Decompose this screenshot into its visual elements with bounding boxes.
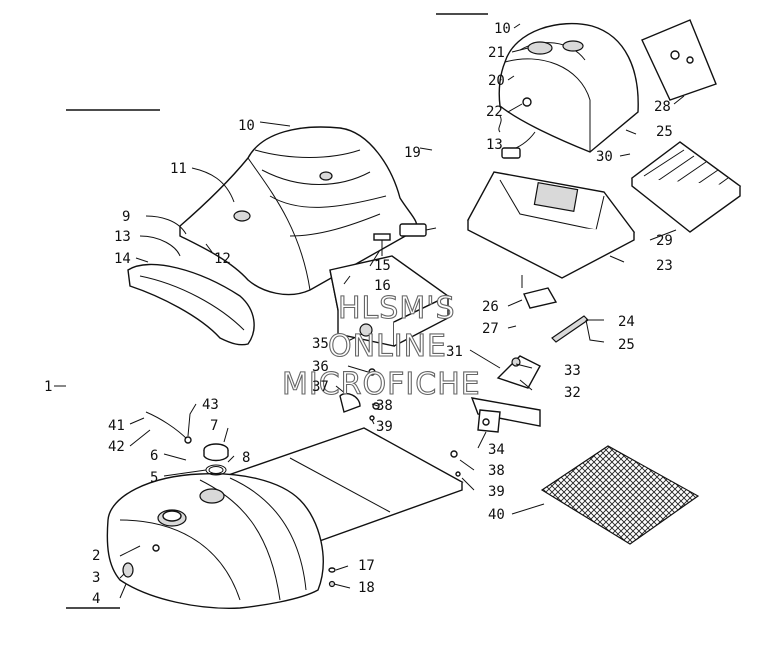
callout-7: 7: [210, 418, 218, 434]
callout-23: 23: [656, 258, 673, 274]
side-panel: [127, 263, 255, 346]
callout-31: 31: [446, 344, 463, 360]
fuel-tank: [106, 473, 324, 609]
callout-17: 17: [358, 558, 375, 574]
watermark-line-2: ONLINE: [328, 329, 447, 364]
watermark: HLSM'S ONLINE MICROFICHE: [281, 290, 481, 402]
callout-1: 1: [44, 379, 52, 395]
callout-38-mid: 38: [376, 398, 393, 414]
callout-37: 37: [312, 379, 329, 395]
callout-25-mid: 25: [618, 337, 635, 353]
callout-15: 15: [374, 258, 391, 274]
callout-30: 30: [596, 149, 613, 165]
callout-16: 16: [374, 278, 391, 294]
callout-3: 3: [92, 570, 100, 586]
callout-11: 11: [170, 161, 187, 177]
screw-parts: [328, 567, 336, 588]
callout-19: 19: [404, 145, 421, 161]
callout-5: 5: [150, 470, 158, 486]
callout-39-mid: 39: [376, 419, 393, 435]
callout-20: 20: [488, 73, 505, 89]
callout-9: 9: [122, 209, 130, 225]
callout-28: 28: [654, 99, 671, 115]
callout-42: 42: [108, 439, 125, 455]
callout-32: 32: [564, 385, 581, 401]
callout-10-top: 10: [494, 21, 511, 37]
callout-39-low: 39: [488, 484, 505, 500]
callout-36: 36: [312, 359, 329, 375]
callout-12: 12: [214, 251, 231, 267]
rear-seat-cowl: [498, 22, 639, 159]
callout-10-left: 10: [238, 118, 255, 134]
mesh-pad: [540, 445, 700, 545]
callout-labels: 10 21 20 22 13 28 25 30 29 23 10 19 11 9…: [44, 21, 673, 607]
mounting-bracket: [521, 275, 558, 309]
callout-43: 43: [202, 397, 219, 413]
callout-24: 24: [618, 314, 635, 330]
leader-lines: [54, 23, 685, 599]
reflector-plate: [641, 19, 717, 101]
callout-25-top: 25: [656, 124, 673, 140]
watermark-line-1: HLSM'S: [338, 291, 456, 326]
callout-33: 33: [564, 363, 581, 379]
callout-40: 40: [488, 507, 505, 523]
callout-14: 14: [114, 251, 131, 267]
callout-22: 22: [486, 104, 503, 120]
callout-27: 27: [482, 321, 499, 337]
callout-13-left: 13: [114, 229, 131, 245]
rear-rack: [630, 141, 742, 233]
callout-4: 4: [92, 591, 100, 607]
callout-26: 26: [482, 299, 499, 315]
callout-13-top: 13: [486, 137, 503, 153]
storage-tray: [467, 171, 636, 279]
seat-cowl: [179, 126, 437, 296]
callout-8: 8: [242, 450, 250, 466]
callout-29: 29: [656, 233, 673, 249]
callout-41: 41: [108, 418, 125, 434]
callout-35: 35: [312, 336, 329, 352]
callout-18: 18: [358, 580, 375, 596]
callout-34: 34: [488, 442, 505, 458]
drain-fitting: [122, 562, 134, 578]
callout-21: 21: [488, 45, 505, 61]
watermark-line-3: MICROFICHE: [282, 367, 481, 402]
vent-hose: [145, 411, 192, 444]
callout-2: 2: [92, 548, 100, 564]
strap: [551, 315, 589, 343]
storage-box: [329, 233, 450, 347]
callout-38-low: 38: [488, 463, 505, 479]
fuel-cap: [203, 443, 229, 476]
callout-6: 6: [150, 448, 158, 464]
fastener-group: [339, 323, 461, 477]
